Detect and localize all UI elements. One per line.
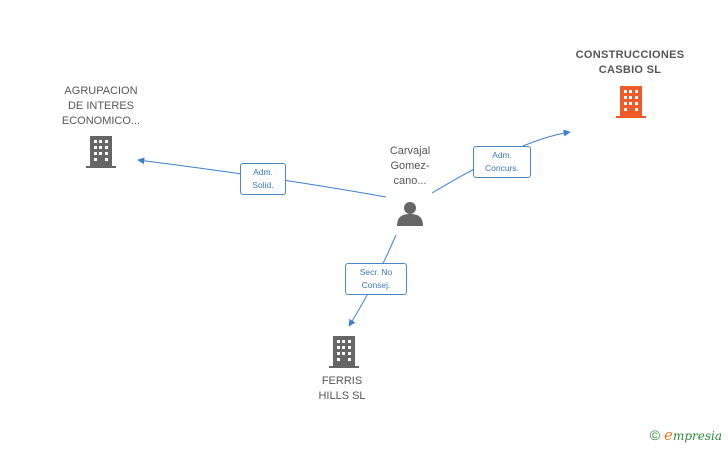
brand-logo: ©empresia (649, 426, 722, 444)
relation-label-ferris[interactable]: Secr. No Consej. (345, 263, 407, 295)
relation-label-construcciones[interactable]: Adm. Concurs. (473, 146, 531, 178)
company-name-ferris[interactable]: FERRIS HILLS SL (318, 375, 366, 402)
person-icon[interactable] (397, 202, 423, 226)
building-icon[interactable] (329, 336, 359, 368)
person-name[interactable]: Carvajal Gomez- cano... (389, 145, 431, 187)
building-icon[interactable] (616, 86, 646, 118)
company-name-construcciones[interactable]: CONSTRUCCIONES CASBIO SL (575, 49, 685, 76)
building-icon[interactable] (86, 136, 116, 168)
company-name-agrupacion[interactable]: AGRUPACION DE INTERES ECONOMICO... (61, 85, 141, 127)
copyright-icon: © (649, 427, 661, 443)
relation-label-agrupacion[interactable]: Adm. Solid. (240, 163, 286, 195)
